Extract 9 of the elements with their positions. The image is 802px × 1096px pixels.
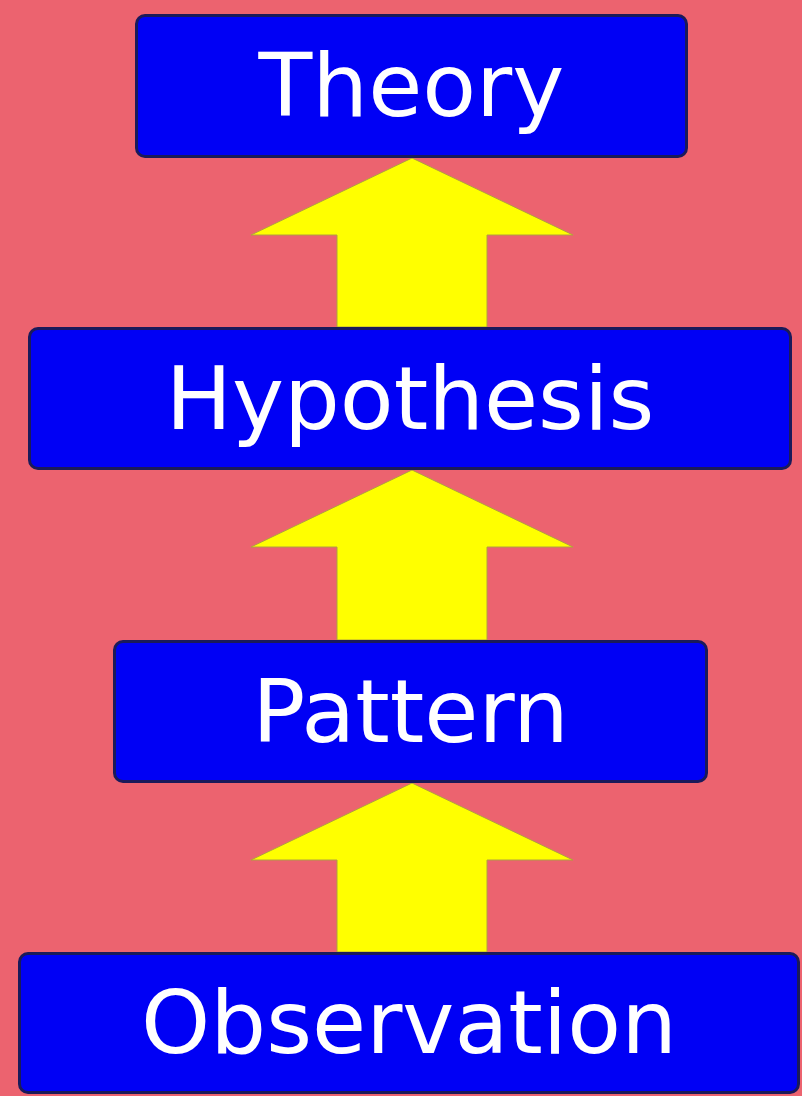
block-arrow bbox=[250, 157, 574, 328]
process-box bbox=[18, 952, 800, 1094]
box-label: Observation bbox=[141, 979, 677, 1067]
box-label: Pattern bbox=[252, 667, 569, 756]
process-box bbox=[135, 14, 688, 158]
block-arrow bbox=[250, 469, 574, 641]
block-arrow bbox=[250, 782, 574, 953]
process-box bbox=[28, 327, 792, 470]
process-box bbox=[113, 640, 708, 783]
